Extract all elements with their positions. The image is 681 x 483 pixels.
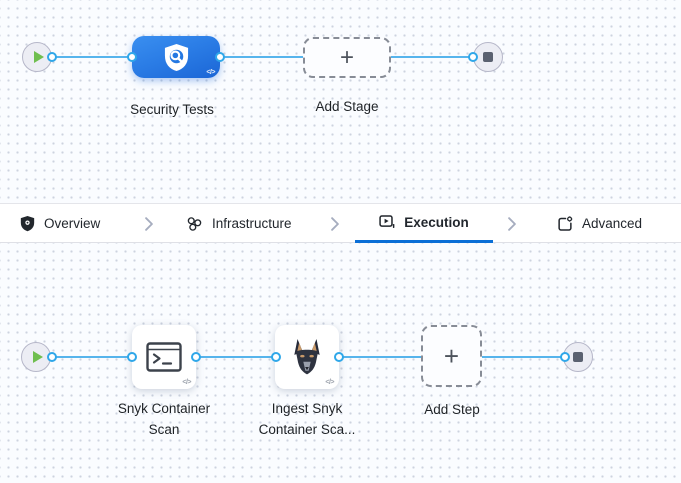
step-label-line2: Container Sca...: [258, 422, 356, 437]
add-step-button[interactable]: +: [421, 325, 482, 387]
security-shield-scan-icon: [164, 43, 188, 71]
play-box-icon: [379, 215, 395, 229]
tab-label: Infrastructure: [212, 216, 292, 231]
connector-dot[interactable]: [560, 352, 570, 362]
connector-dot[interactable]: [334, 352, 344, 362]
code-icon: </>: [206, 69, 215, 76]
execution-graph-canvas: </> Snyk Container Scan </> Ingest Snyk …: [0, 243, 681, 483]
connector-dot[interactable]: [127, 52, 137, 62]
connector-dot[interactable]: [215, 52, 225, 62]
tab-overview[interactable]: Overview: [20, 204, 100, 243]
add-stage-button[interactable]: +: [303, 37, 391, 78]
play-icon: [33, 51, 44, 63]
chevron-right-icon: [145, 217, 153, 231]
play-icon: [32, 351, 43, 363]
step-label-line1: Ingest Snyk: [271, 401, 343, 416]
tab-label: Advanced: [582, 216, 643, 231]
connector-dot[interactable]: [47, 352, 57, 362]
chevron-right-icon: [331, 217, 339, 231]
stage-config-tab-bar: Overview Infrastructure Execution: [0, 203, 681, 243]
step-label-line2: Scan: [148, 422, 180, 437]
code-icon: </>: [182, 379, 191, 386]
snyk-doberman-icon: [294, 339, 320, 375]
step-label-line1: Snyk Container: [117, 401, 211, 416]
step-label: Ingest Snyk Container Sca...: [232, 398, 382, 440]
add-stage-label: Add Stage: [315, 99, 379, 114]
chevron-right-icon: [508, 217, 516, 231]
terminal-icon: [146, 342, 182, 372]
nodes-cluster-icon: [187, 216, 202, 231]
stage-label: Security Tests: [130, 102, 214, 117]
tab-execution[interactable]: Execution: [355, 204, 493, 243]
stage-flow-edge: [37, 56, 488, 58]
connector-dot[interactable]: [47, 52, 57, 62]
stage-node-security-tests[interactable]: </>: [132, 36, 220, 78]
box-gear-icon: [558, 215, 573, 231]
plus-icon: +: [339, 43, 354, 71]
step-node-snyk-container-scan[interactable]: </>: [132, 325, 196, 389]
execution-end-node[interactable]: [563, 342, 593, 372]
connector-dot[interactable]: [191, 352, 201, 362]
add-step-label: Add Step: [424, 402, 480, 417]
tab-label: Overview: [44, 216, 101, 231]
shield-gear-icon: [20, 216, 35, 232]
tab-infrastructure[interactable]: Infrastructure: [186, 204, 292, 243]
code-icon: </>: [325, 379, 334, 386]
tab-advanced[interactable]: Advanced: [557, 204, 642, 243]
connector-dot[interactable]: [127, 352, 137, 362]
plus-icon: +: [443, 341, 460, 371]
step-label: Snyk Container Scan: [89, 398, 239, 440]
connector-dot[interactable]: [271, 352, 281, 362]
stop-icon: [573, 352, 583, 362]
execution-start-node[interactable]: [21, 342, 51, 372]
connector-dot[interactable]: [468, 52, 478, 62]
stage-graph-canvas: </> Security Tests + Add Stage: [0, 0, 681, 203]
step-node-ingest-snyk[interactable]: </>: [275, 325, 339, 389]
stop-icon: [483, 52, 493, 62]
tab-label: Execution: [404, 214, 469, 230]
